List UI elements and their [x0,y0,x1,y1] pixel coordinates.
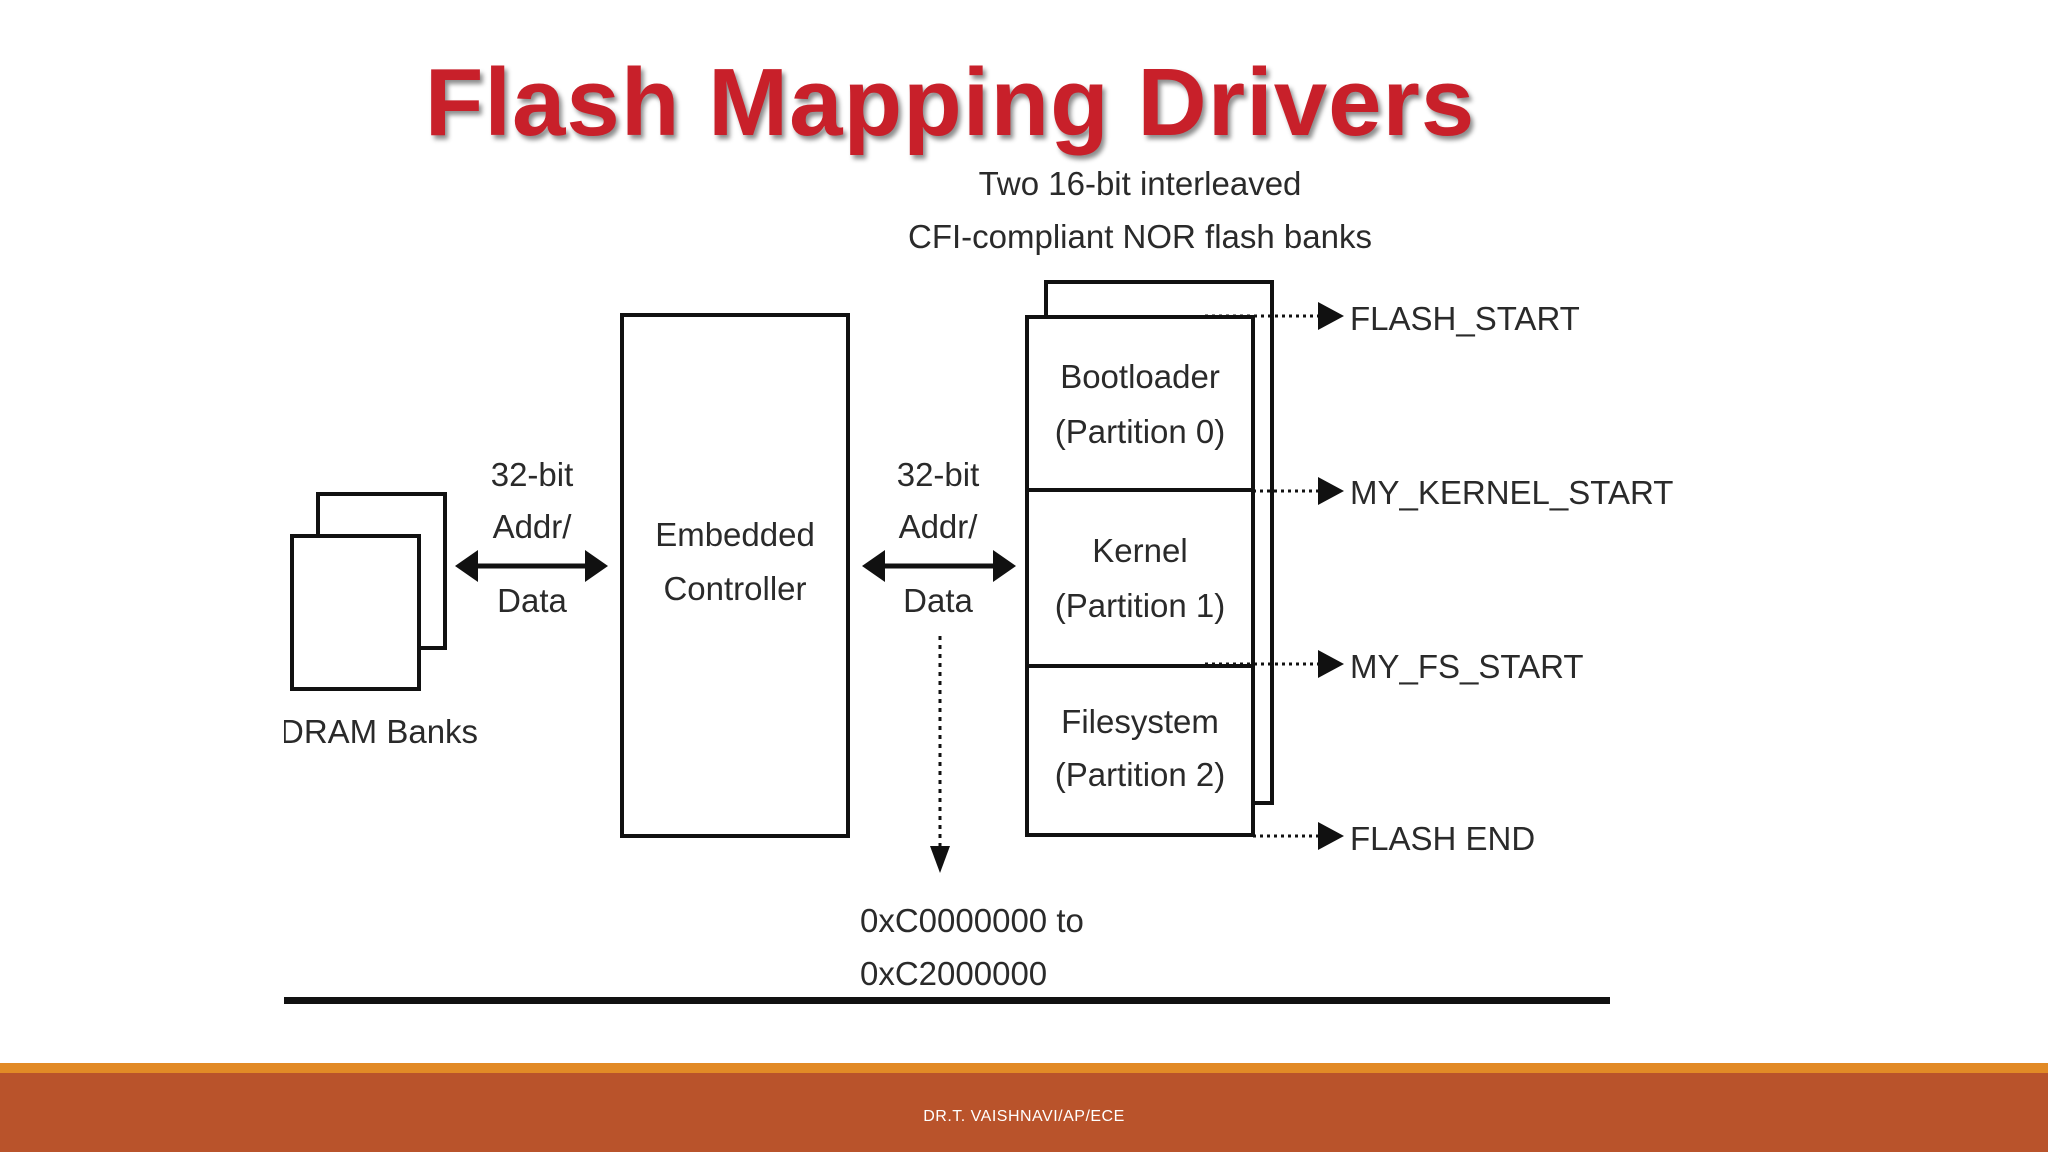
partition1-label-line1: Kernel [1092,532,1187,569]
left-bus-arrow [455,550,608,582]
dram-banks [290,492,447,691]
partition2-label-line1: Filesystem [1061,703,1219,740]
controller-label-line1: Embedded [655,516,815,553]
flash-start-label: FLASH_START [1350,300,1580,337]
right-bus-label-line3: Data [903,582,973,619]
address-space-arrow [930,636,950,873]
right-bus-label-line1: 32-bit [897,456,980,493]
flash-end-arrow [1253,822,1344,850]
address-range-line2: 0xC2000000 [860,955,1047,992]
flash-end-label: FLASH END [1350,820,1535,857]
flash-caption-line2: CFI-compliant NOR flash banks [908,218,1372,255]
dram-bank-front [290,534,421,691]
figure-crop-mask [0,160,284,1020]
kernel-start-label: MY_KERNEL_START [1350,474,1673,511]
flash-bank-front [1025,315,1255,837]
left-bus-label-line2: Addr/ [493,508,573,545]
partition2-label-line2: (Partition 2) [1055,756,1226,793]
controller-label-line2: Controller [663,570,806,607]
partition0-label-line1: Bootloader [1060,358,1220,395]
flash-start-arrow [1205,302,1344,330]
right-bus-label-line2: Addr/ [899,508,979,545]
right-bus-arrow [862,550,1016,582]
flash-caption-line1: Two 16-bit interleaved [979,165,1302,202]
flash-banks [1025,280,1274,837]
slide-title: Flash Mapping Drivers [424,49,1476,156]
partition1-label-line2: (Partition 1) [1055,587,1226,624]
dram-label: DRAM Banks [280,713,478,750]
footer-accent-stripe [0,1063,2048,1073]
address-range-line1: 0xC0000000 to [860,902,1084,939]
left-bus-label-line3: Data [497,582,567,619]
partition0-label-line2: (Partition 0) [1055,413,1226,450]
embedded-controller-box [620,313,850,838]
kernel-start-arrow [1253,477,1344,505]
left-bus-label-line1: 32-bit [491,456,574,493]
footer-bar [0,1073,2048,1152]
fs-start-arrow [1205,650,1344,678]
figure-baseline-rule [284,997,1610,1004]
footer-author: DR.T. VAISHNAVI/AP/ECE [923,1108,1125,1125]
fs-start-label: MY_FS_START [1350,648,1584,685]
